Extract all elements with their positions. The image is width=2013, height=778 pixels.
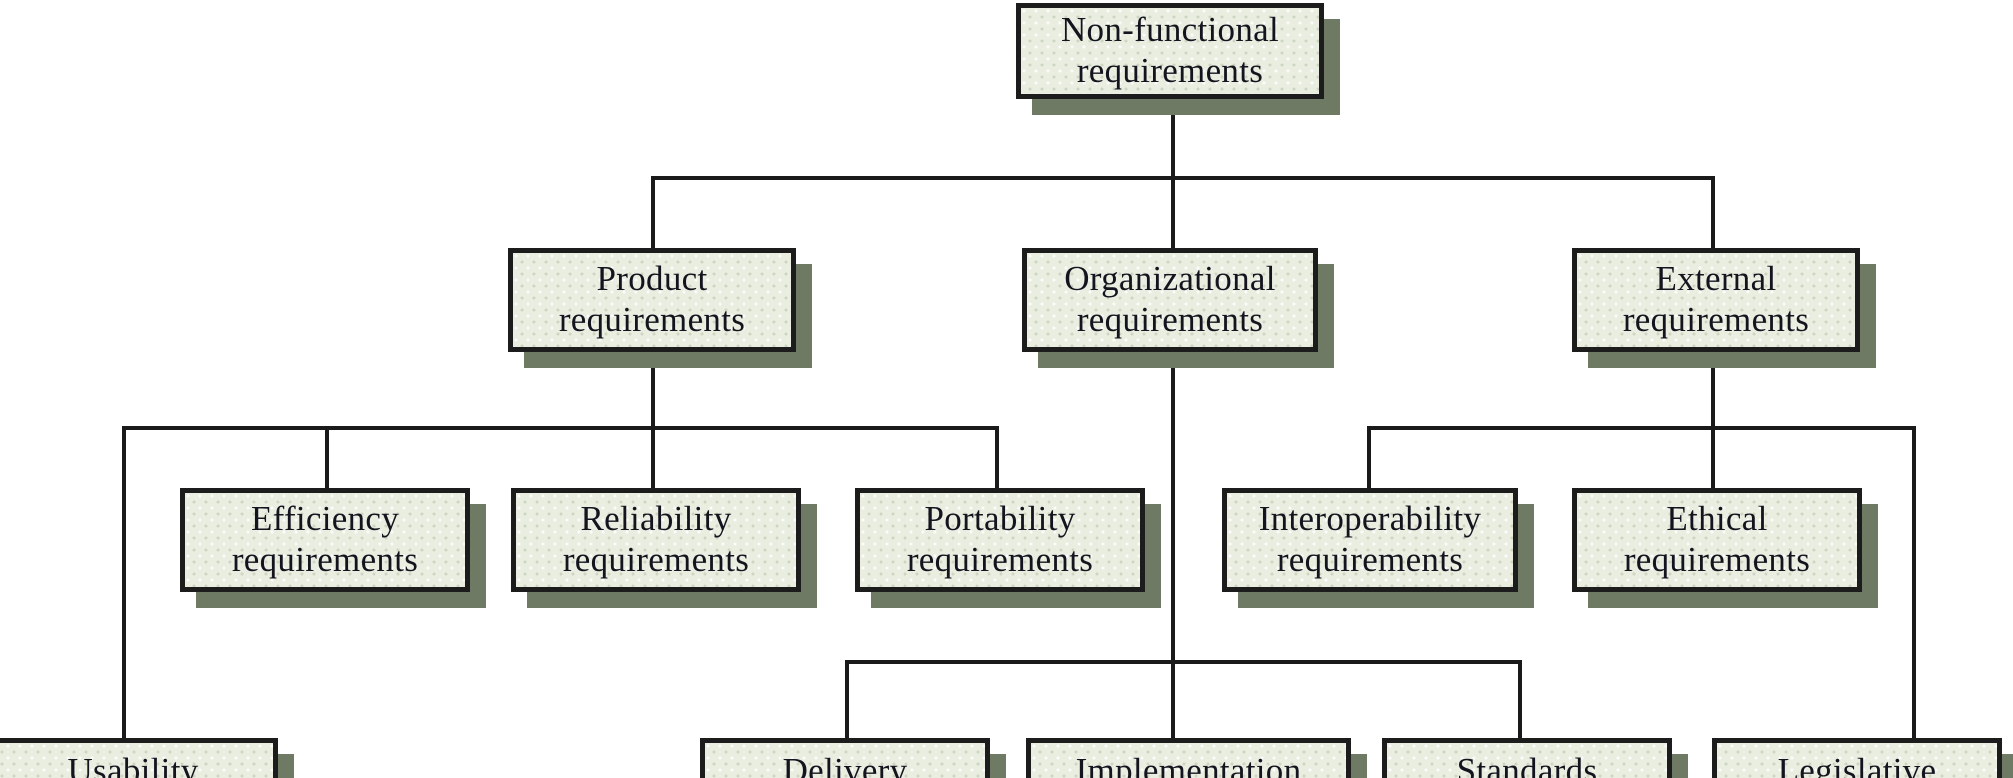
node-face: Usability [0, 738, 278, 778]
edge-product-stem [651, 352, 655, 430]
node-face: Delivery [700, 738, 990, 778]
node-face: Reliability requirements [511, 488, 801, 592]
edge-organizational-to-implementation [1171, 660, 1175, 738]
node-ethical-requirements[interactable]: Ethical requirements [1572, 488, 1878, 608]
node-label: Legislative [1777, 751, 1937, 778]
node-interoperability-requirements[interactable]: Interoperability requirements [1222, 488, 1534, 608]
edge-external-to-ethical [1711, 426, 1715, 488]
node-face: Implementation [1026, 738, 1351, 778]
node-portability-requirements[interactable]: Portability requirements [855, 488, 1161, 608]
node-delivery[interactable]: Delivery [700, 738, 1006, 778]
node-label: Portability requirements [906, 499, 1094, 579]
node-face: Organizational requirements [1022, 248, 1318, 352]
node-reliability-requirements[interactable]: Reliability requirements [511, 488, 817, 608]
edge-organizational-to-standards [1518, 660, 1522, 738]
edge-root-to-product [651, 176, 655, 248]
edge-root-to-organizational [1171, 176, 1175, 248]
node-face: Standards [1382, 738, 1672, 778]
node-external-requirements[interactable]: External requirements [1572, 248, 1876, 368]
edge-product-to-usability [122, 426, 126, 738]
edge-external-stem [1711, 352, 1715, 430]
edge-external-to-legislative [1912, 426, 1916, 738]
edge-external-to-interoperability [1367, 426, 1371, 488]
node-label: External requirements [1622, 259, 1810, 339]
node-label: Ethical requirements [1623, 499, 1811, 579]
node-label: Interoperability requirements [1258, 499, 1482, 579]
node-face: Legislative [1712, 738, 2002, 778]
edge-product-to-efficiency [325, 426, 329, 488]
edge-organizational-to-delivery [845, 660, 849, 738]
edge-root-to-external [1711, 176, 1715, 248]
edge-root-stem [1171, 93, 1175, 178]
node-label: Implementation [1075, 751, 1302, 778]
node-label: Product requirements [558, 259, 746, 339]
node-face: External requirements [1572, 248, 1860, 352]
node-root[interactable]: Non-functional requirements [1016, 3, 1340, 115]
node-face: Portability requirements [855, 488, 1145, 592]
node-standards[interactable]: Standards [1382, 738, 1688, 778]
edge-product-to-reliability [651, 426, 655, 488]
node-organizational-requirements[interactable]: Organizational requirements [1022, 248, 1334, 368]
node-face: Interoperability requirements [1222, 488, 1518, 592]
node-label: Efficiency requirements [231, 499, 419, 579]
node-label: Non-functional requirements [1060, 10, 1280, 90]
node-usability[interactable]: Usability [0, 738, 294, 778]
edge-root-bus [651, 176, 1715, 180]
node-implementation[interactable]: Implementation [1026, 738, 1367, 778]
node-face: Ethical requirements [1572, 488, 1862, 592]
node-efficiency-requirements[interactable]: Efficiency requirements [180, 488, 486, 608]
edge-organizational-stem [1171, 352, 1175, 664]
node-product-requirements[interactable]: Product requirements [508, 248, 812, 368]
edge-product-bus [122, 426, 999, 430]
node-label: Standards [1456, 751, 1598, 778]
node-face: Product requirements [508, 248, 796, 352]
node-face: Non-functional requirements [1016, 3, 1324, 99]
edge-organizational-bus [845, 660, 1522, 664]
node-label: Reliability requirements [562, 499, 750, 579]
edge-external-bus [1367, 426, 1916, 430]
node-face: Efficiency requirements [180, 488, 470, 592]
node-label: Usability [67, 751, 199, 778]
node-label: Delivery [782, 751, 908, 778]
node-label: Organizational requirements [1064, 259, 1276, 339]
edge-product-to-portability [995, 426, 999, 488]
node-legislative[interactable]: Legislative [1712, 738, 2013, 778]
